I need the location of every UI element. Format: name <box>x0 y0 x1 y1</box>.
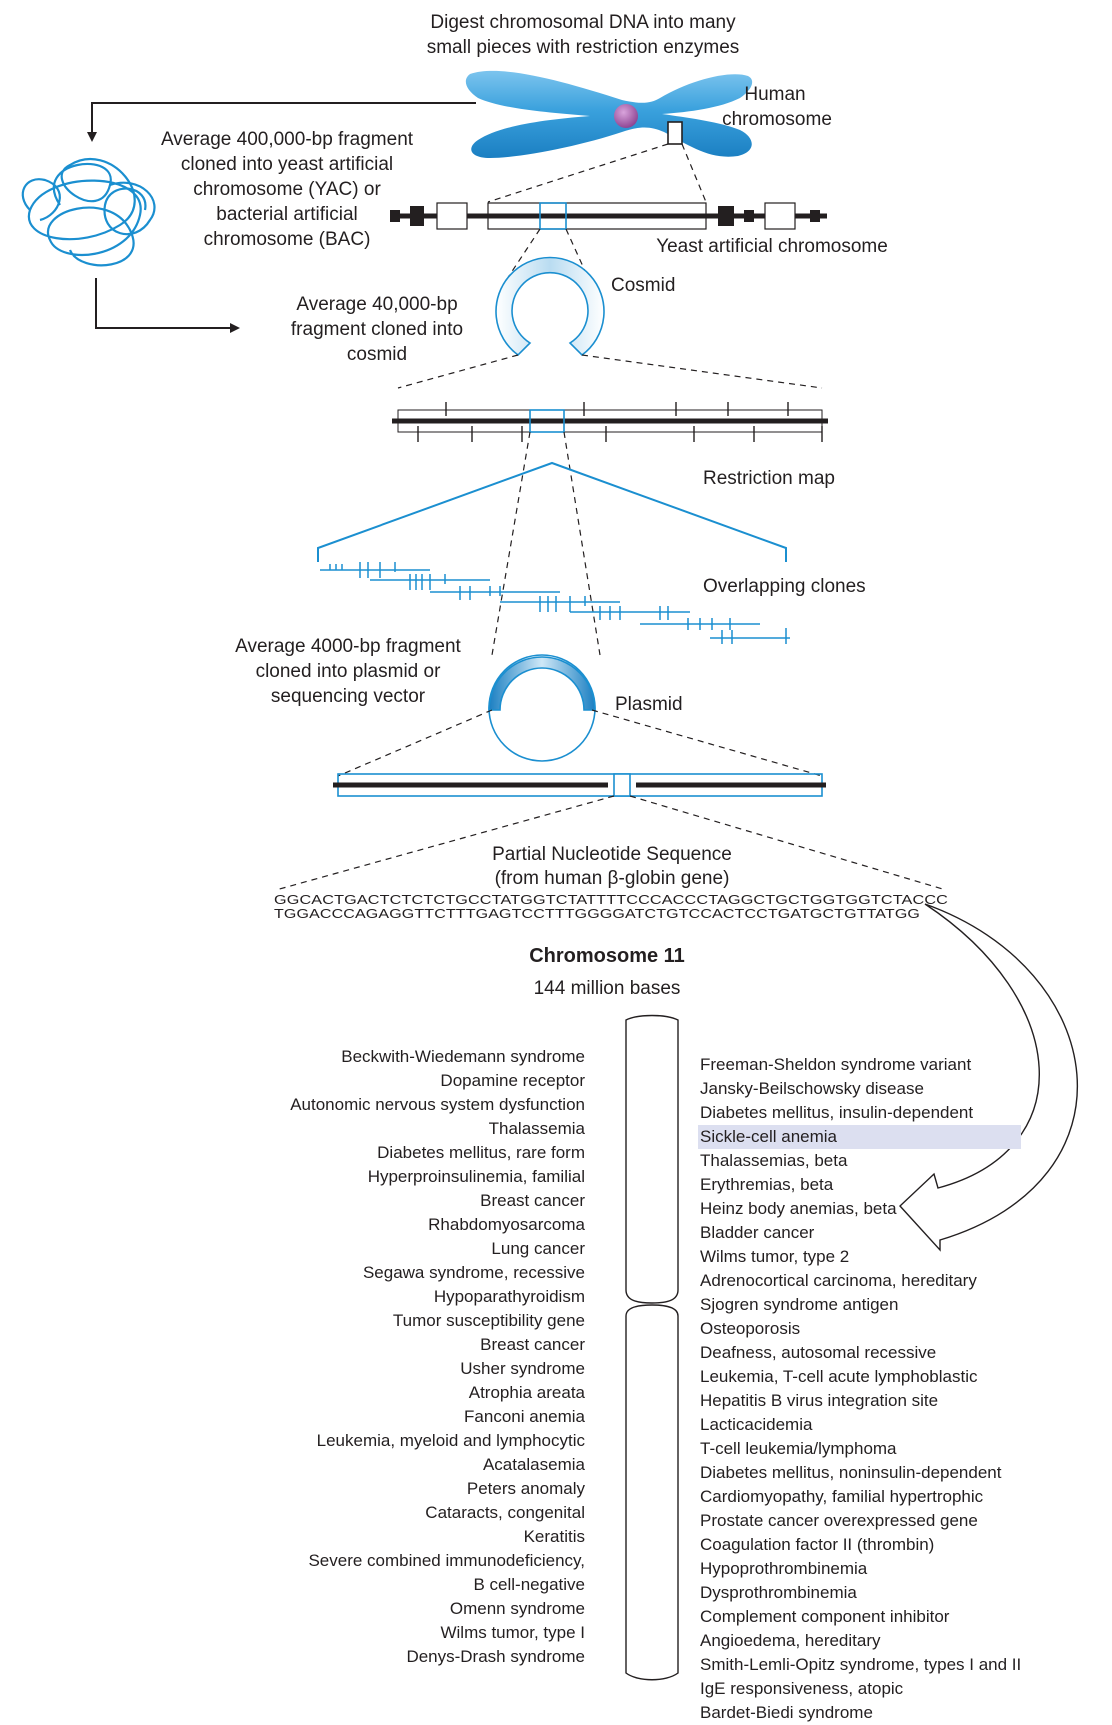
disease-item: Cataracts, congenital <box>425 1503 585 1522</box>
yac-label-3: chromosome (YAC) or <box>193 179 381 200</box>
cloning-diagram: Digest chromosomal DNA into many small p… <box>21 12 1079 1681</box>
caption-line-2: small pieces with restriction enzymes <box>427 37 740 58</box>
gene-locus-arrow <box>899 903 1079 1252</box>
plasmid-ring <box>488 654 596 762</box>
chromosome-11-subtitle: 144 million bases <box>534 978 681 999</box>
disease-item: T-cell leukemia/lymphoma <box>700 1439 897 1458</box>
partial-sequence-label-1: Partial Nucleotide Sequence <box>492 844 732 865</box>
sequencing-vector-bar <box>333 773 826 797</box>
disease-item: Leukemia, T-cell acute lymphoblastic <box>700 1367 978 1386</box>
disease-item: Lacticacidemia <box>700 1415 813 1434</box>
disease-item: Erythremias, beta <box>700 1175 834 1194</box>
disease-item-highlighted: Sickle-cell anemia <box>698 1125 1022 1149</box>
caption-line-1: Digest chromosomal DNA into many <box>430 12 736 33</box>
disease-item: Diabetes mellitus, noninsulin-dependent <box>700 1463 1002 1482</box>
disease-item: Diabetes mellitus, insulin-dependent <box>700 1103 974 1122</box>
disease-item: Hypoparathyroidism <box>433 1287 585 1306</box>
human-chromosome <box>465 70 753 158</box>
cosmid-arrow <box>95 278 240 333</box>
disease-item: Segawa syndrome, recessive <box>362 1263 585 1282</box>
disease-item: Coagulation factor II (thrombin) <box>700 1535 935 1554</box>
disease-item: Breast cancer <box>480 1191 585 1210</box>
disease-item: Fanconi anemia <box>464 1407 585 1426</box>
disease-item: Prostate cancer overexpressed gene <box>700 1511 978 1530</box>
disease-item: B cell-negative <box>473 1575 585 1594</box>
disease-item: Smith-Lemli-Opitz syndrome, types I and … <box>700 1655 1022 1674</box>
disease-item: Beckwith-Wiedemann syndrome <box>341 1047 585 1066</box>
disease-item: Wilms tumor, type 2 <box>700 1247 850 1266</box>
partial-sequence-label-2: (from human β-globin gene) <box>495 868 730 889</box>
disease-item: Sjogren syndrome antigen <box>700 1295 899 1314</box>
cosmid-fragment-label-1: Average 40,000-bp <box>296 294 457 315</box>
disease-item: Angioedema, hereditary <box>700 1631 881 1650</box>
disease-item: Peters anomaly <box>466 1479 585 1498</box>
clones-bracket <box>317 461 787 562</box>
cosmid-ring <box>495 256 605 357</box>
disease-item: Freeman-Sheldon syndrome variant <box>700 1055 972 1074</box>
yac-label-4: bacterial artificial <box>216 204 358 225</box>
chromosome-11-outline <box>625 1014 679 1681</box>
yac-arrow <box>87 102 476 142</box>
disease-item: Osteoporosis <box>700 1319 801 1338</box>
disease-item: Cardiomyopathy, familial hypertrophic <box>700 1487 984 1506</box>
yac-label-2: cloned into yeast artificial <box>181 154 393 175</box>
disease-item: Lung cancer <box>491 1239 585 1258</box>
disease-item: Bladder cancer <box>700 1223 815 1242</box>
disease-item: Denys-Drash syndrome <box>406 1647 585 1666</box>
cosmid-fragment-label-2: fragment cloned into <box>291 319 463 340</box>
yac-label-1: Average 400,000-bp fragment <box>161 129 414 150</box>
yac-label-5: chromosome (BAC) <box>204 229 371 250</box>
plasmid-fragment-label-3: sequencing vector <box>271 686 426 707</box>
overlapping-clones-label: Overlapping clones <box>703 576 866 597</box>
yac-bar-label: Yeast artificial chromosome <box>656 236 888 257</box>
restriction-map <box>392 402 828 442</box>
disease-item: Deafness, autosomal recessive <box>700 1343 937 1362</box>
disease-item: Hypoprothrombinemia <box>700 1559 868 1578</box>
disease-item: Heinz body anemias, beta <box>700 1199 897 1218</box>
disease-item: Wilms tumor, type I <box>440 1623 585 1642</box>
chromosome-11-title: Chromosome 11 <box>529 945 685 967</box>
disease-item: Jansky-Beilschowsky disease <box>700 1079 924 1098</box>
restriction-map-label: Restriction map <box>703 468 835 489</box>
plasmid-fragment-label-1: Average 4000-bp fragment <box>235 636 461 657</box>
human-chromosome-label-2: chromosome <box>722 109 832 130</box>
disease-item: Thalassemias, beta <box>700 1151 848 1170</box>
disease-item: IgE responsiveness, atopic <box>700 1679 904 1698</box>
disease-item: Rhabdomyosarcoma <box>428 1215 585 1234</box>
centromere <box>614 104 638 128</box>
disease-item: Leukemia, myeloid and lymphocytic <box>316 1431 585 1450</box>
disease-item: Atrophia areata <box>468 1383 585 1402</box>
disease-item: Breast cancer <box>480 1335 585 1354</box>
yeast-artificial-chromosome <box>390 202 827 230</box>
disease-item: Diabetes mellitus, rare form <box>377 1143 585 1162</box>
disease-item: Severe combined immunodeficiency, <box>308 1551 585 1570</box>
disease-item: Tumor susceptibility gene <box>392 1311 585 1330</box>
disease-item: Thalassemia <box>488 1119 585 1138</box>
disease-item: Omenn syndrome <box>449 1599 585 1618</box>
disease-item: Complement component inhibitor <box>700 1607 950 1626</box>
disease-item: Dysprothrombinemia <box>700 1583 857 1602</box>
disease-item: Bardet-Biedi syndrome <box>700 1703 873 1722</box>
disease-item: Dopamine receptor <box>440 1071 585 1090</box>
sequence-line-1: GGCACTGACTCTCTCTGCCTATGGTCTATTTTCCCACCCT… <box>274 893 948 907</box>
sequence-line-2: TGGACCCAGAGGTTCTTTGAGTCCTTTGGGGATCTGTCCA… <box>274 907 920 921</box>
overlapping-clones <box>320 562 790 644</box>
plasmid-fragment-label-2: cloned into plasmid or <box>256 661 441 682</box>
disease-item: Usher syndrome <box>460 1359 585 1378</box>
disease-item: Autonomic nervous system dysfunction <box>290 1095 585 1114</box>
disease-item: Hepatitis B virus integration site <box>700 1391 939 1410</box>
disease-item: Keratitis <box>523 1527 585 1546</box>
disease-item: Hyperproinsulinemia, familial <box>367 1167 585 1186</box>
tangled-dna-icon <box>21 158 156 267</box>
plasmid-label: Plasmid <box>615 694 683 715</box>
disease-item: Acatalasemia <box>482 1455 585 1474</box>
disease-item: Adrenocortical carcinoma, hereditary <box>700 1271 977 1290</box>
cosmid-fragment-label-3: cosmid <box>347 344 407 365</box>
human-chromosome-label-1: Human <box>744 84 805 105</box>
cosmid-label: Cosmid <box>611 275 675 296</box>
